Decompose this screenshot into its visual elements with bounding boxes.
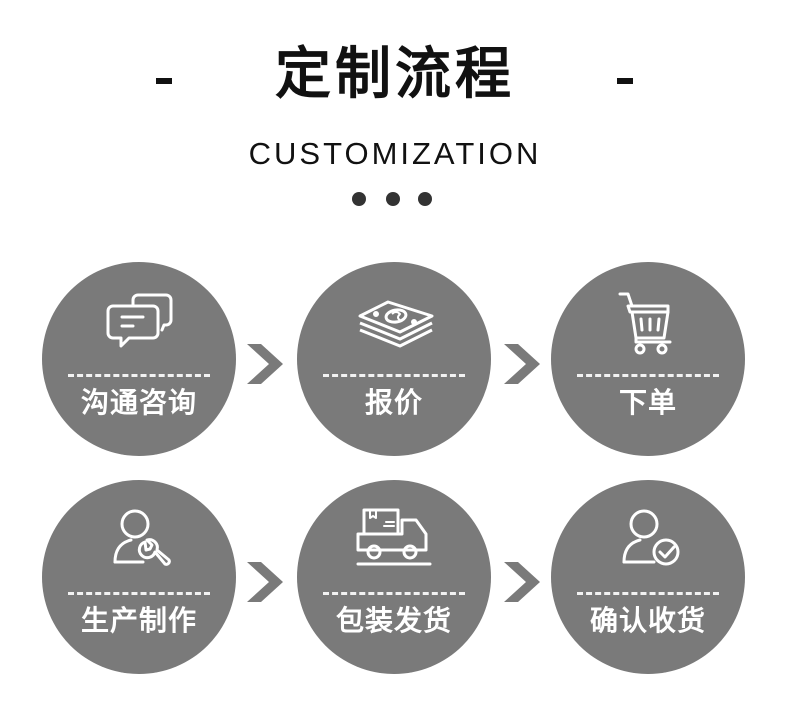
step-label: 确认收货: [589, 604, 706, 637]
user-wrench-icon: [113, 509, 171, 566]
step-label: 包装发货: [335, 604, 452, 637]
shopping-cart-icon: [618, 292, 672, 355]
dashed-divider: [577, 374, 719, 377]
dot: [386, 192, 400, 206]
dot: [352, 192, 366, 206]
money-stack-icon: [358, 300, 434, 348]
step-label: 下单: [618, 386, 677, 419]
title-row: 定制流程: [0, 40, 790, 110]
step-quote: 报价: [297, 262, 491, 456]
dashed-divider: [577, 592, 719, 595]
title-dash-left: [156, 78, 172, 84]
dot: [418, 192, 432, 206]
page-title: 定制流程: [275, 42, 515, 107]
chat-bubbles-icon: [106, 293, 173, 348]
chevron-right-icon: [247, 562, 283, 602]
step-confirm-receipt: 确认收货: [551, 480, 745, 674]
user-check-icon: [622, 509, 680, 566]
page-subtitle: CUSTOMIZATION: [248, 136, 542, 171]
delivery-truck-icon: [356, 508, 432, 566]
step-order: 下单: [551, 262, 745, 456]
dashed-divider: [68, 374, 210, 377]
step-label: 生产制作: [80, 604, 197, 637]
step-shipping: 包装发货: [297, 480, 491, 674]
decorative-dots: [352, 192, 442, 208]
step-label: 沟通咨询: [80, 386, 197, 419]
dashed-divider: [68, 592, 210, 595]
chevron-right-icon: [504, 562, 540, 602]
chevron-right-icon: [504, 344, 540, 384]
step-consult: 沟通咨询: [42, 262, 236, 456]
dashed-divider: [323, 374, 465, 377]
step-production: 生产制作: [42, 480, 236, 674]
dashed-divider: [323, 592, 465, 595]
chevron-right-icon: [247, 344, 283, 384]
step-label: 报价: [364, 386, 423, 419]
title-dash-right: [617, 78, 633, 84]
